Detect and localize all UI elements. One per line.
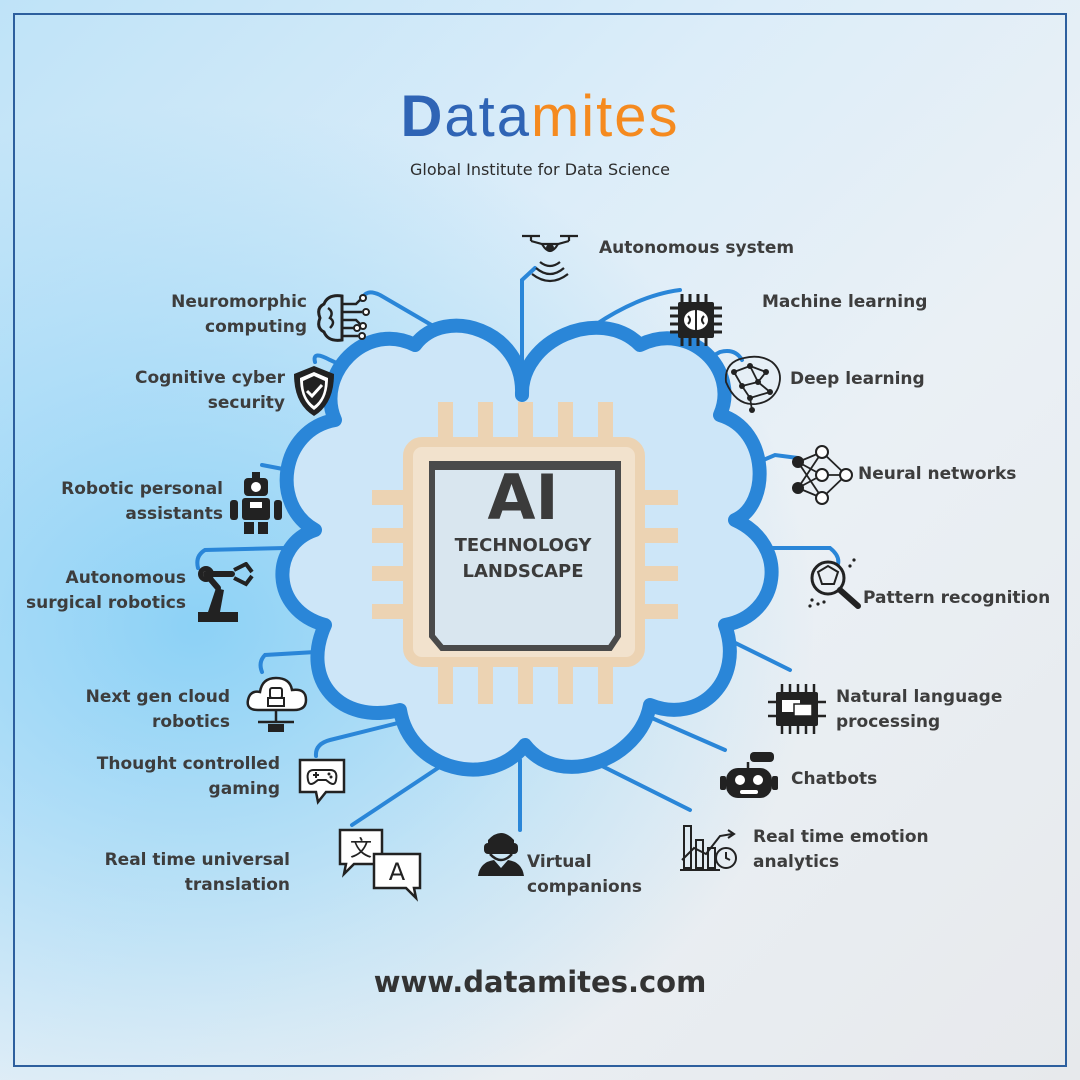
connector-surgical-robotics [195, 546, 287, 570]
magnifier-icon [808, 558, 861, 609]
analytics-chart-icon [680, 825, 737, 871]
nlp-chip-icon [768, 684, 826, 734]
drone-icon [522, 234, 578, 283]
gamepad-bubble-icon [298, 758, 346, 805]
svg-text:文: 文 [350, 837, 372, 862]
label-autonomous-system: Autonomous system [599, 238, 795, 258]
label-machine-learning: Machine learning [762, 292, 928, 312]
robot-head-icon [720, 752, 778, 798]
website-url: www.datamites.com [373, 965, 707, 999]
logo-tagline: Global Institute for Data Science [409, 160, 671, 179]
connector-neuromorphic [360, 290, 442, 332]
translate-icon: 文 A [338, 828, 422, 902]
logo-part-mites: mites [530, 84, 680, 149]
vr-person-icon [478, 833, 524, 876]
shield-check-icon [294, 366, 334, 416]
neural-network-icon [792, 445, 853, 505]
connector-cyber-security [312, 353, 397, 392]
network-brain-icon [724, 355, 781, 413]
label-cyber-security: Cognitive cyber security [135, 368, 285, 413]
connector-deep-learning [648, 349, 744, 392]
connector-universal-translation [350, 758, 452, 827]
robot-arm-icon [198, 562, 254, 622]
label-neuromorphic: Neuromorphic computing [171, 292, 307, 337]
ai-subtitle-line2: LANDSCAPE [462, 561, 584, 582]
label-virtual-companions: Virtual companions [527, 852, 642, 897]
label-emotion-analytics: Real time emotion analytics [753, 827, 929, 872]
ai-title: AI [487, 461, 559, 534]
connector-pattern-recognition [758, 546, 841, 566]
svg-text:A: A [389, 858, 406, 886]
label-pattern-recognition: Pattern recognition [863, 588, 1051, 608]
robot-icon [230, 472, 282, 534]
label-chatbots: Chatbots [791, 769, 878, 789]
label-nlp: Natural language processing [836, 687, 1003, 732]
label-surgical-robotics: Autonomous surgical robotics [26, 568, 186, 613]
connector-autonomous-system [520, 266, 537, 372]
connector-emotion-analytics [588, 758, 692, 812]
label-personal-assistants: Robotic personal assistants [61, 479, 223, 524]
center-title-block: AI TECHNOLOGY LANDSCAPE [430, 463, 616, 585]
connector-machine-learning [593, 288, 682, 327]
label-cloud-robotics: Next gen cloud robotics [85, 687, 230, 732]
connector-cloud-robotics [258, 648, 352, 674]
chip-brain-icon [670, 294, 722, 346]
label-thought-gaming: Thought controlled gaming [96, 754, 280, 799]
connector-chatbots [643, 713, 727, 752]
logo-letter-d: D [400, 84, 445, 149]
cloud-robot-icon [246, 676, 308, 732]
datamites-logo: Datamites [0, 88, 1080, 146]
label-deep-learning: Deep learning [790, 369, 925, 389]
logo-part-ata: ata [444, 84, 531, 149]
connector-thought-gaming [313, 718, 412, 758]
brain-circuit-icon [317, 294, 370, 342]
ai-subtitle-line1: TECHNOLOGY [454, 535, 592, 556]
logo-wordmark: Datamites [400, 88, 679, 146]
label-universal-translation: Real time universal translation [104, 850, 290, 895]
label-neural-networks: Neural networks [858, 464, 1017, 484]
chip-core-top-edge [432, 462, 618, 470]
